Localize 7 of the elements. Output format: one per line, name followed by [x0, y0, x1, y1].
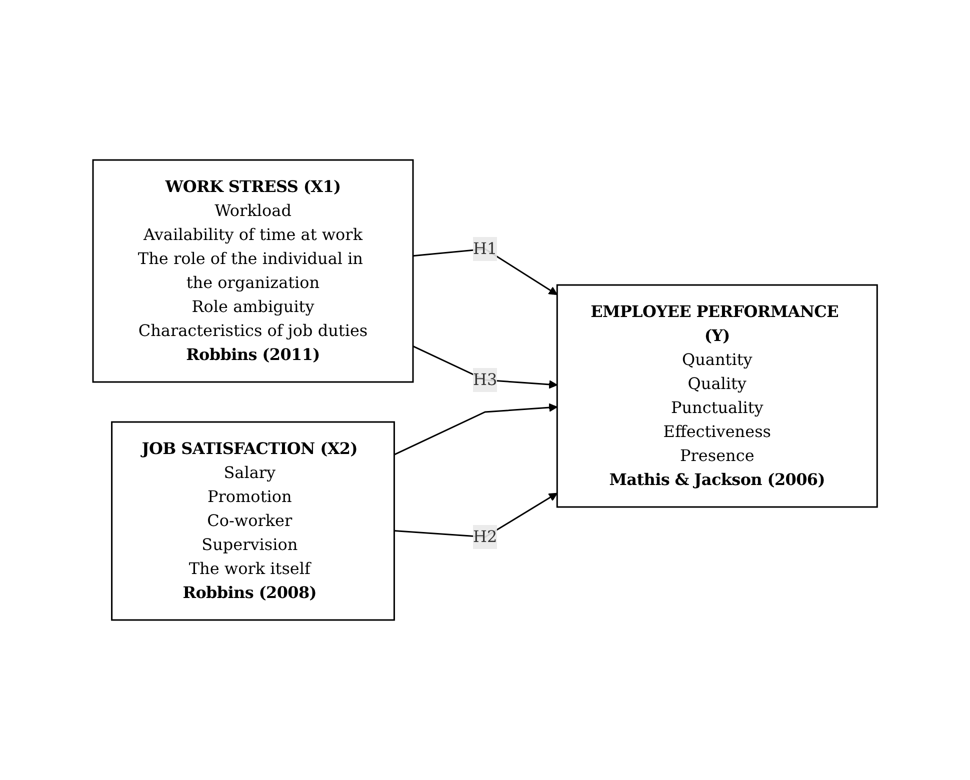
node-box: WORK STRESS (X1) Workload Availability of time at work The role of the individual in the organization Role ambiguity Characteristics of job duties Robbins (2011)	[92, 159, 414, 383]
edge-label: H1	[472, 239, 498, 258]
edge-label: H2	[472, 527, 498, 546]
edge-label: H3	[472, 370, 498, 389]
node-box: JOB SATISFACTION (X2) Salary Promotion Co-worker Supervision The work itself Robbins (2008)	[110, 421, 395, 621]
arrow	[394, 403, 558, 456]
node-box: EMPLOYEE PERFORMANCE (Y) Quantity Quality Punctuality Effectiveness Presence Mathis & Jackson (2006)	[556, 284, 878, 508]
